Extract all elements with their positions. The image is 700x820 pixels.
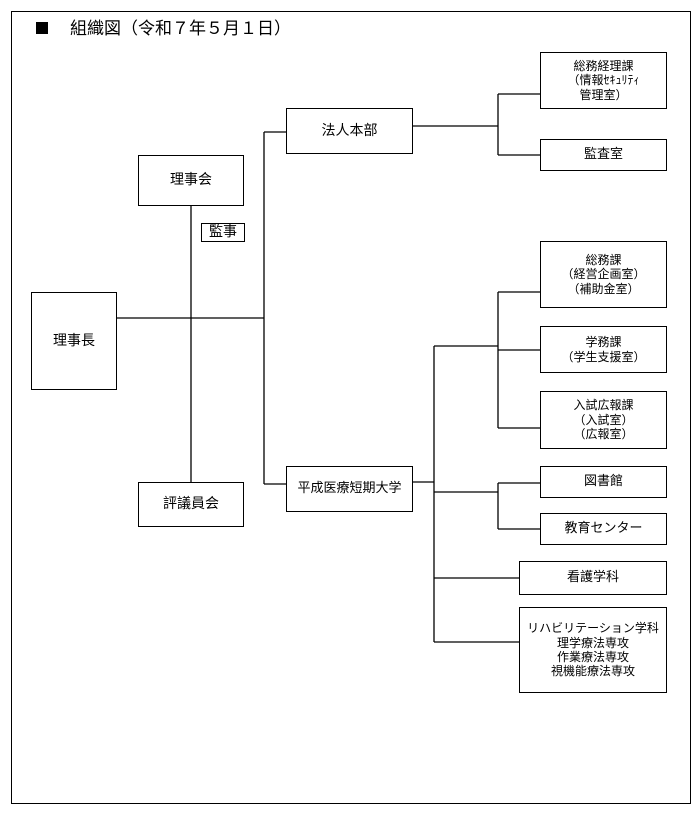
chart-title-text: 組織図（令和７年５月１日）	[70, 19, 291, 39]
node-admissions-pr: 入試広報課 （入試室） （広報室）	[540, 391, 667, 449]
node-auditor: 監事	[201, 223, 245, 242]
node-library: 図書館	[540, 466, 667, 498]
node-board: 理事会	[138, 155, 244, 206]
node-academic-affairs: 学務課 （学生支援室）	[540, 326, 667, 373]
node-hq: 法人本部	[286, 108, 413, 154]
node-council: 評議員会	[138, 482, 244, 527]
node-chairman: 理事長	[31, 292, 117, 390]
node-audit-office: 監査室	[540, 139, 667, 171]
node-general-affairs-accounting: 総務経理課 （情報ｾｷｭﾘﾃｨ 管理室）	[540, 52, 667, 109]
node-rehabilitation: リハビリテーション学科 理学療法専攻 作業療法専攻 視機能療法専攻	[519, 607, 667, 693]
node-college: 平成医療短期大学	[286, 466, 413, 512]
square-bullet-icon	[36, 22, 48, 34]
node-nursing: 看護学科	[519, 561, 667, 595]
node-education-center: 教育センター	[540, 513, 667, 545]
chart-frame	[11, 11, 691, 804]
chart-title: 組織図（令和７年５月１日）	[36, 14, 291, 39]
node-general-affairs: 総務課 （経営企画室） （補助金室）	[540, 241, 667, 308]
